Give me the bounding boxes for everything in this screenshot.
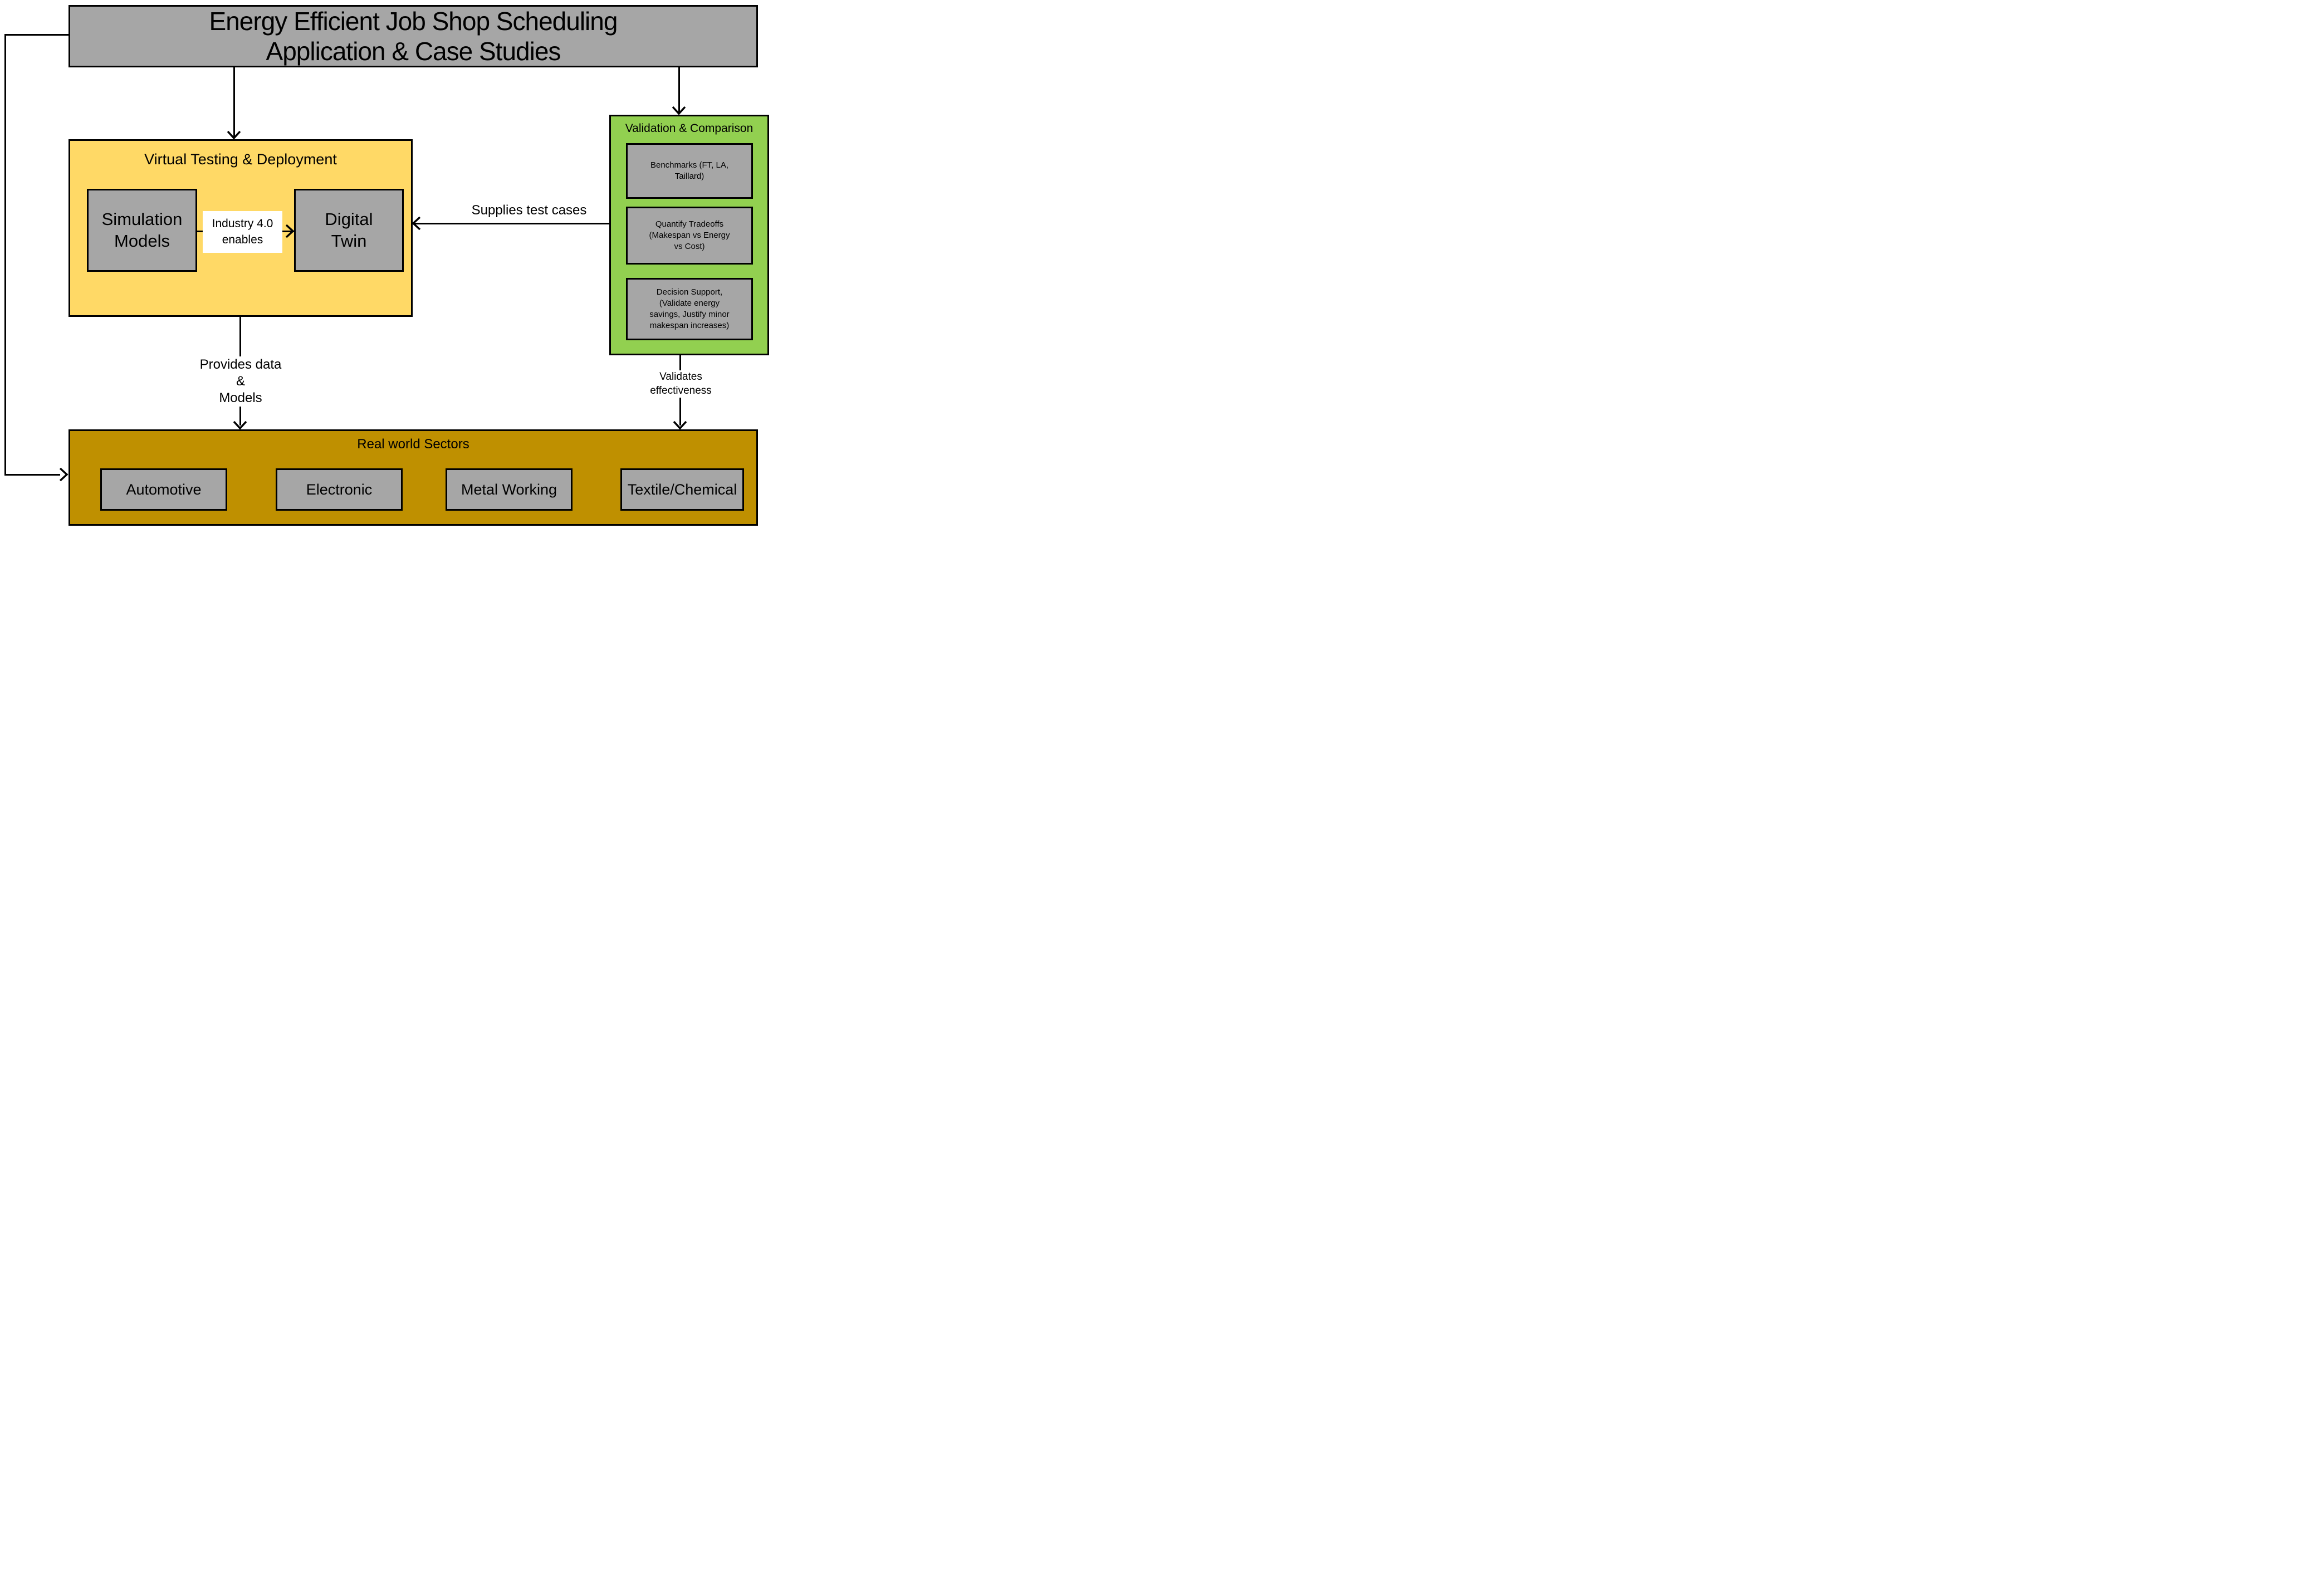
industry-4-0-enables-label: Industry 4.0 enables xyxy=(203,211,282,253)
connector-title-to-sectors-vertical-segment xyxy=(4,34,6,476)
virtual-testing-header: Virtual Testing & Deployment xyxy=(144,151,337,168)
decision-support-label: Decision Support, (Validate energy savin… xyxy=(649,287,730,331)
validates-effectiveness-label: Validates effectiveness xyxy=(640,370,721,398)
real-world-sectors-header: Real world Sectors xyxy=(357,437,469,452)
sector-textile-chemical-label: Textile/Chemical xyxy=(627,481,737,498)
connector-validation-to-virtual xyxy=(414,223,609,224)
real-world-sectors-panel: Real world Sectors Automotive Electronic… xyxy=(69,429,758,526)
arrowhead-right-into-sectors xyxy=(59,467,69,482)
benchmarks-label: Benchmarks (FT, LA, Taillard) xyxy=(650,160,729,181)
supplies-test-cases-label: Supplies test cases xyxy=(471,203,587,218)
connector-title-to-sectors-bottom-segment xyxy=(4,474,60,476)
simulation-models-label: Simulation Models xyxy=(101,209,183,251)
sector-textile-chemical-box: Textile/Chemical xyxy=(620,468,744,511)
simulation-models-box: Simulation Models xyxy=(87,189,197,272)
sector-electronic-box: Electronic xyxy=(276,468,403,511)
benchmarks-box: Benchmarks (FT, LA, Taillard) xyxy=(626,143,753,199)
connector-title-to-validation xyxy=(678,67,680,114)
provides-data-models-label: Provides data & Models xyxy=(195,356,286,407)
sector-metal-working-label: Metal Working xyxy=(461,481,557,498)
validation-comparison-header: Validation & Comparison xyxy=(625,122,754,135)
quantify-tradeoffs-label: Quantify Tradeoffs (Makespan vs Energy v… xyxy=(649,219,730,252)
diagram-canvas: Energy Efficient Job Shop Scheduling App… xyxy=(0,0,775,532)
decision-support-box: Decision Support, (Validate energy savin… xyxy=(626,278,753,340)
quantify-tradeoffs-box: Quantify Tradeoffs (Makespan vs Energy v… xyxy=(626,207,753,265)
sector-automotive-label: Automotive xyxy=(126,481,202,498)
sector-metal-working-box: Metal Working xyxy=(446,468,573,511)
arrowhead-down-into-sectors-right xyxy=(673,420,687,430)
digital-twin-box: Digital Twin xyxy=(294,189,404,272)
arrowhead-down-into-virtual xyxy=(227,130,241,140)
connector-title-to-sectors-top-segment xyxy=(4,34,69,36)
digital-twin-label: Digital Twin xyxy=(325,209,373,251)
connector-title-to-virtual xyxy=(233,67,235,138)
arrowhead-down-into-sectors-left xyxy=(233,420,247,430)
sector-electronic-label: Electronic xyxy=(306,481,373,498)
virtual-testing-panel: Virtual Testing & Deployment Simulation … xyxy=(69,139,413,317)
arrowhead-down-into-validation xyxy=(672,106,686,115)
diagram-title: Energy Efficient Job Shop Scheduling App… xyxy=(209,6,618,66)
arrowhead-right-into-digital xyxy=(285,224,295,238)
title-box: Energy Efficient Job Shop Scheduling App… xyxy=(69,5,758,67)
sector-automotive-box: Automotive xyxy=(100,468,227,511)
arrowhead-left-into-virtual xyxy=(412,216,421,231)
validation-comparison-panel: Validation & Comparison Benchmarks (FT, … xyxy=(609,115,769,355)
industry-4-0-enables-text: Industry 4.0 enables xyxy=(212,217,273,246)
